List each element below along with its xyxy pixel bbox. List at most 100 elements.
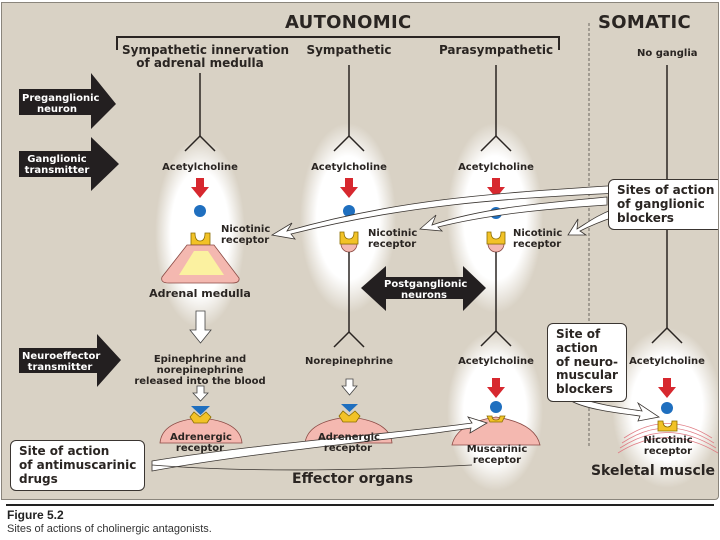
blood-arrow bbox=[192, 385, 209, 402]
callout-antimuscarinic: Site of action of antimuscarinic drugs bbox=[10, 440, 146, 492]
column-header-adrenal-line1: Sympathetic innervation bbox=[122, 43, 290, 57]
diagram-panel: AUTONOMIC SOMATIC Sympathetic innervatio… bbox=[1, 2, 719, 500]
ganglionic-blocker-pointer-2 bbox=[419, 196, 608, 232]
row-label-neuroeffector-line2: transmitter bbox=[27, 362, 93, 373]
para-nicotinic-receptor bbox=[486, 231, 506, 245]
adrenal-nicotinic-label-line2: receptor bbox=[221, 235, 270, 246]
autonomic-bracket bbox=[116, 36, 560, 50]
ganglionic-blocker-pointer-1 bbox=[270, 184, 623, 240]
row-label-preganglionic: Preganglionic neuron bbox=[22, 93, 100, 115]
row-label-ganglionic: Ganglionic transmitter bbox=[22, 154, 92, 176]
adrenal-medulla-label: Adrenal medulla bbox=[149, 287, 251, 300]
somatic-nicotinic-receptor bbox=[657, 420, 678, 432]
effector-organs-label: Effector organs bbox=[292, 471, 414, 487]
skeletal-muscle-label: Skeletal muscle bbox=[590, 463, 716, 479]
adrenal-epi-molecule bbox=[191, 406, 210, 415]
para-ach-arrow bbox=[487, 178, 505, 198]
antimuscarinic-pointer bbox=[151, 416, 488, 472]
ganglionic-arrow-shape bbox=[19, 137, 119, 191]
somatic-terminal bbox=[651, 326, 683, 344]
preganglionic-arrow-shape bbox=[19, 73, 116, 129]
adrenal-nicotinic-label-line1: Nicotinic bbox=[221, 224, 271, 235]
row-label-neuroeffector: Neuroeffector transmitter bbox=[22, 351, 101, 373]
antimuscarinic-pointer-tail bbox=[151, 464, 473, 471]
callout-ganglionic-line1: Sites of action bbox=[617, 183, 715, 197]
callout-neuromuscular-line4: muscular bbox=[556, 368, 618, 383]
callout-antimuscarinic-line2: of antimuscarinic bbox=[19, 457, 137, 472]
row-label-preganglionic-line2: neuron bbox=[37, 104, 77, 115]
callout-neuromuscular-line1: Site of bbox=[556, 327, 601, 341]
neuroeffector-arrow-shape bbox=[19, 334, 121, 387]
postganglionic-label-line2: neurons bbox=[401, 290, 447, 301]
callout-ganglionic-line3: blockers bbox=[617, 210, 674, 225]
adrenal-terminal bbox=[184, 134, 216, 152]
norepinephrine-label: Norepinephrine bbox=[305, 356, 393, 367]
callout-ganglionic-blockers: Sites of action of ganglionic blockers bbox=[608, 179, 718, 231]
symp-neuron-body bbox=[340, 243, 358, 253]
symp-post-terminal bbox=[333, 330, 365, 348]
row-label-neuroeffector-line1: Neuroeffector bbox=[22, 351, 101, 362]
column-header-adrenal: Sympathetic innervation of adrenal medul… bbox=[122, 43, 290, 70]
caption-divider bbox=[6, 504, 714, 506]
somatic-nicotinic-label-line2: receptor bbox=[643, 446, 693, 457]
para-nicotinic-label-line1: Nicotinic bbox=[513, 228, 563, 239]
symp-terminal bbox=[333, 134, 365, 152]
symp-adrenergic-label-line2: receptor bbox=[323, 443, 373, 454]
symp-nicotinic-label: Nicotinic receptor bbox=[368, 228, 417, 250]
column-header-somatic: No ganglia bbox=[637, 48, 698, 59]
adrenal-medulla-core bbox=[179, 251, 224, 275]
column-header-sympathetic: Sympathetic bbox=[306, 43, 392, 57]
epinephrine-release-line2: norepinephrine bbox=[156, 365, 244, 376]
para-nicotinic-label-line2: receptor bbox=[513, 239, 562, 250]
symp-nicotinic-receptor bbox=[339, 231, 359, 245]
epinephrine-release-line1: Epinephrine and bbox=[153, 354, 247, 365]
postganglionic-arrow-shape bbox=[361, 266, 486, 311]
symp-nicotinic-label-line2: receptor bbox=[368, 239, 417, 250]
para-muscarinic-receptor bbox=[486, 415, 506, 423]
ganglionic-blocker-pointer-3 bbox=[567, 208, 615, 236]
symp-ganglionic-ach-label: Acetylcholine bbox=[311, 162, 387, 173]
adrenal-adrenergic-label: Adrenergic receptor bbox=[170, 432, 232, 454]
symp-nicotinic-label-line1: Nicotinic bbox=[368, 228, 418, 239]
diagram-graphics bbox=[19, 23, 718, 491]
callout-antimuscarinic-line1: Site of action bbox=[19, 444, 110, 458]
somatic-title: SOMATIC bbox=[598, 12, 691, 33]
symp-adrenergic-label-line1: Adrenergic bbox=[318, 432, 380, 443]
adrenal-ach-dot bbox=[194, 205, 206, 217]
postganglionic-label: Postganglionic neurons bbox=[384, 279, 467, 301]
adrenal-adrenergic-label-line2: receptor bbox=[175, 443, 225, 454]
symp-ach-arrow bbox=[340, 178, 358, 198]
figure-caption: Sites of actions of cholinergic antagoni… bbox=[7, 523, 212, 535]
adrenal-adrenergic-receptor bbox=[189, 411, 212, 424]
adrenal-ganglionic-ach-label: Acetylcholine bbox=[162, 162, 238, 173]
somatic-ach-arrow bbox=[658, 378, 676, 398]
autonomic-title: AUTONOMIC bbox=[285, 12, 412, 33]
callout-neuromuscular-line2: action bbox=[556, 340, 598, 355]
somatic-ach-dot bbox=[661, 402, 673, 414]
row-label-ganglionic-line2: transmitter bbox=[24, 165, 90, 176]
adrenal-ach-arrow bbox=[191, 178, 209, 198]
row-label-preganglionic-line1: Preganglionic bbox=[22, 93, 100, 104]
muscarinic-receptor-label: Muscarinic receptor bbox=[464, 444, 530, 466]
figure-number: Figure 5.2 bbox=[7, 508, 64, 522]
para-neuron-body bbox=[487, 243, 505, 253]
callout-ganglionic-line2: of ganglionic bbox=[617, 196, 705, 211]
epinephrine-release-label: Epinephrine and norepinephrine released … bbox=[130, 354, 270, 387]
para-nicotinic-label: Nicotinic receptor bbox=[513, 228, 562, 250]
row-label-ganglionic-line1: Ganglionic bbox=[27, 154, 87, 165]
symp-ne-arrow bbox=[341, 378, 358, 396]
para-neuroeffector-ach-label: Acetylcholine bbox=[458, 356, 534, 367]
symp-adrenergic-receptor bbox=[338, 410, 361, 423]
callout-neuromuscular-line3: of neuro- bbox=[556, 354, 619, 369]
muscarinic-receptor-label-line2: receptor bbox=[472, 455, 522, 466]
para-ach-dot-2 bbox=[490, 401, 502, 413]
para-post-terminal bbox=[480, 329, 512, 347]
symp-ne-molecule bbox=[341, 404, 358, 412]
column-header-parasympathetic: Parasympathetic bbox=[438, 43, 554, 57]
somatic-nicotinic-label-line1: Nicotinic bbox=[643, 435, 693, 446]
adrenal-release-arrow bbox=[189, 310, 212, 344]
adrenal-nicotinic-label: Nicotinic receptor bbox=[221, 224, 270, 246]
somatic-nicotinic-label: Nicotinic receptor bbox=[640, 435, 696, 457]
epinephrine-release-line3: released into the blood bbox=[134, 376, 266, 387]
callout-neuromuscular-blockers: Site of action of neuro- muscular blocke… bbox=[547, 323, 628, 402]
